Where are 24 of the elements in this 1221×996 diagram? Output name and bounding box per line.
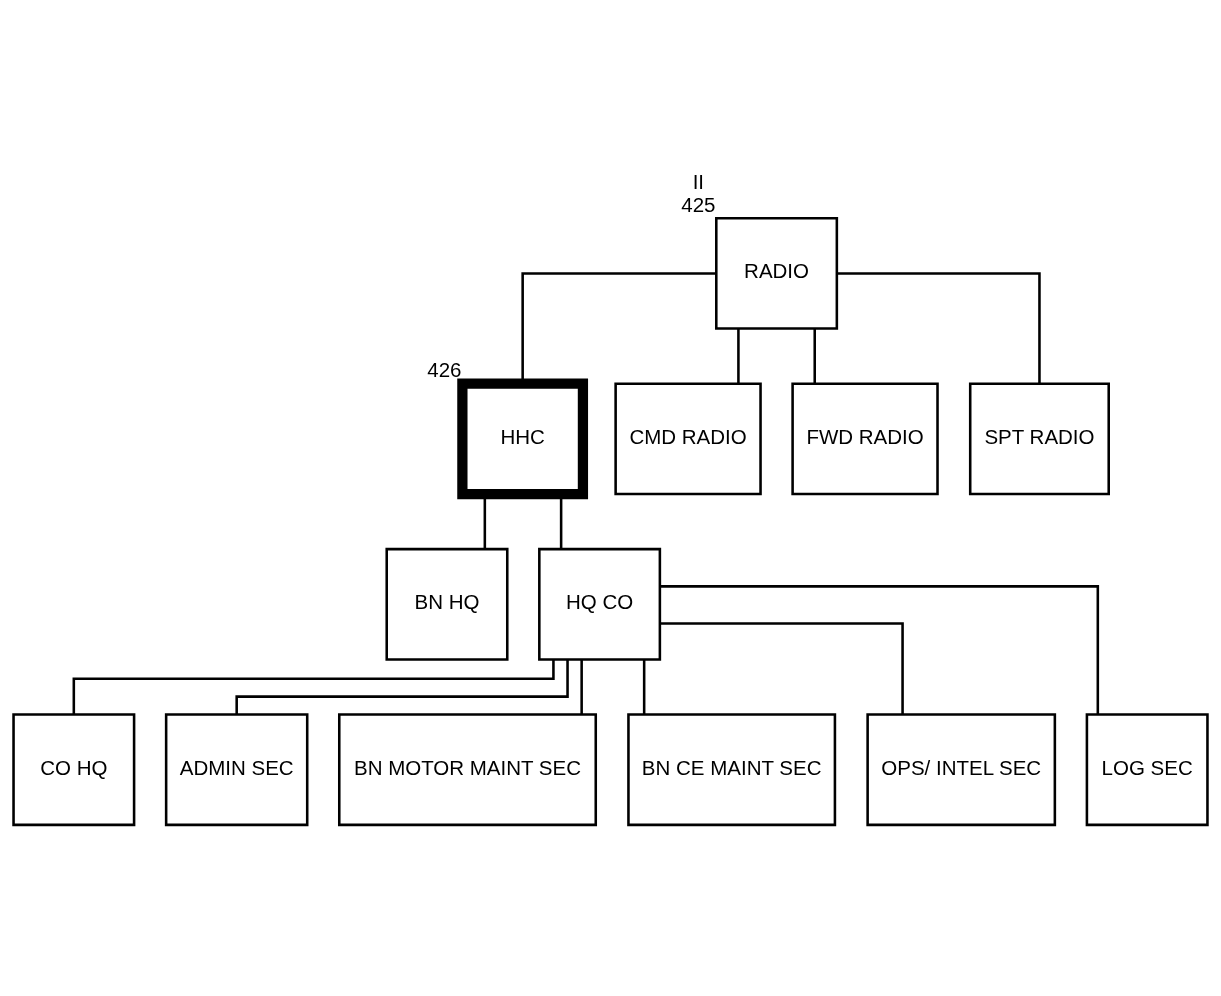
connector xyxy=(660,621,904,714)
node-box: HHC xyxy=(457,378,589,499)
node-box: LOG SEC xyxy=(1085,712,1209,826)
connector xyxy=(642,659,646,714)
connector xyxy=(836,271,1041,383)
node-label: 425 xyxy=(681,192,716,216)
connector xyxy=(72,659,555,714)
node-box: ADMIN SEC xyxy=(164,712,309,826)
node-box: HQ CO xyxy=(538,547,662,661)
node-box: CO HQ xyxy=(12,712,136,826)
node-box: CMD RADIO xyxy=(614,381,762,495)
node-box: BN HQ xyxy=(385,547,509,661)
connector xyxy=(580,659,583,714)
node-label: II xyxy=(692,169,705,193)
connector xyxy=(737,328,740,383)
node-box: OPS/ INTEL SEC xyxy=(866,712,1057,826)
node-box: BN CE MAINT SEC xyxy=(627,712,837,826)
connector xyxy=(660,584,1100,714)
node-box: BN MOTOR MAINT SEC xyxy=(338,712,598,826)
node-box: FWD RADIO xyxy=(791,381,939,495)
node-label: 426 xyxy=(427,357,462,381)
node-box: RADIO xyxy=(715,216,839,330)
connector xyxy=(813,328,816,383)
node-box: SPT RADIO xyxy=(968,381,1110,495)
